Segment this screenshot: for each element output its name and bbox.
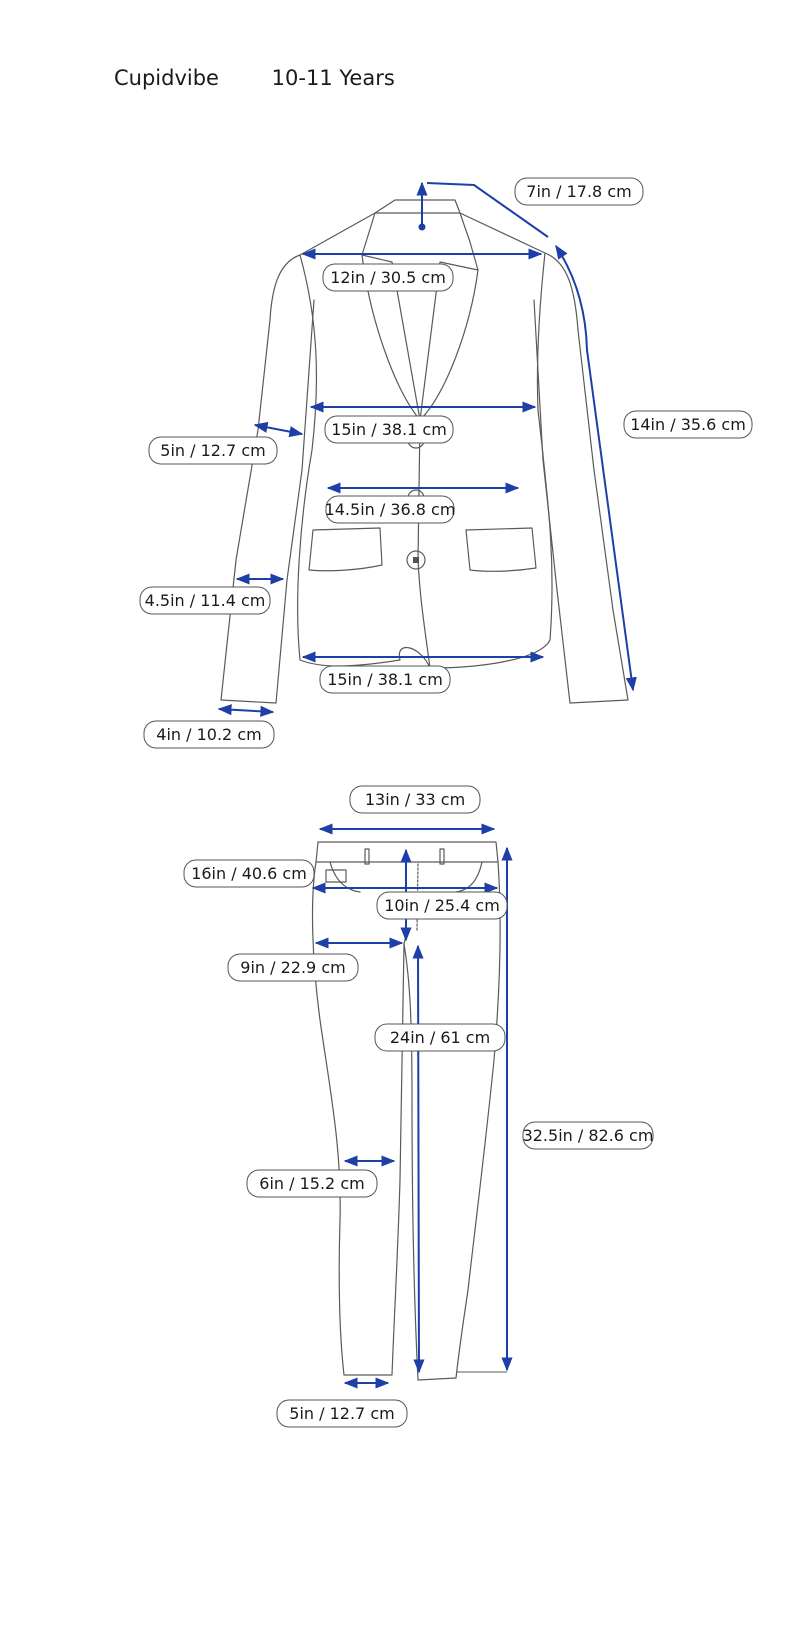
jacket-left-pocket — [308, 527, 383, 572]
cuff-label-text: 4in / 10.2 cm — [156, 725, 261, 744]
pants-left-leg — [311, 861, 405, 1376]
thigh-label: 9in / 22.9 cm — [227, 953, 359, 982]
hip-label-text: 16in / 40.6 cm — [191, 864, 307, 883]
sleeve-length-label-text: 14in / 35.6 cm — [630, 415, 746, 434]
collar-label-text: 7in / 17.8 cm — [526, 182, 631, 201]
jacket-dimension-lines — [217, 183, 637, 717]
jacket-button-hole — [413, 557, 419, 563]
jacket-right-sleeve — [533, 252, 629, 704]
upper-arm-label: 5in / 12.7 cm — [148, 436, 278, 465]
jacket-collar — [361, 199, 479, 421]
jacket-right-lapel — [419, 269, 479, 421]
leg-opening-label: 5in / 12.7 cm — [276, 1399, 408, 1428]
chest-label-text: 15in / 38.1 cm — [331, 420, 447, 439]
belt-loop — [439, 848, 445, 865]
pants-waist-label: 13in / 33 cm — [349, 785, 481, 814]
collar-label: 7in / 17.8 cm — [514, 177, 644, 206]
hip-label: 16in / 40.6 cm — [183, 859, 315, 888]
inseam-arrow — [412, 944, 425, 1374]
knee-label: 6in / 15.2 cm — [246, 1169, 378, 1198]
collar-arrow — [422, 183, 549, 238]
upper-arm-arrow — [253, 421, 304, 438]
knee-label-text: 6in / 15.2 cm — [259, 1174, 364, 1193]
header: Cupidvibe 10-11 Years — [114, 66, 395, 90]
jacket-front-opening — [417, 419, 431, 669]
hem-label-text: 15in / 38.1 cm — [327, 670, 443, 689]
sleeve-length-arrow — [555, 244, 637, 692]
forearm-label: 4.5in / 11.4 cm — [139, 586, 271, 615]
waist-label-text: 14.5in / 36.8 cm — [325, 500, 456, 519]
collar-point — [418, 223, 426, 231]
jacket-button — [406, 550, 426, 570]
hem-label: 15in / 38.1 cm — [319, 665, 451, 694]
jacket-left-sleeve — [220, 254, 315, 704]
outseam-label-text: 32.5in / 82.6 cm — [523, 1126, 654, 1145]
inseam-label: 24in / 61 cm — [374, 1023, 506, 1052]
inseam-label-text: 24in / 61 cm — [390, 1028, 490, 1047]
pants-dimension-lines — [311, 823, 513, 1389]
sleeve-length-label: 14in / 35.6 cm — [623, 410, 753, 439]
belt-loop — [364, 848, 370, 865]
brand-name: Cupidvibe — [114, 66, 219, 90]
thigh-label-text: 9in / 22.9 cm — [240, 958, 345, 977]
size-label: 10-11 Years — [271, 66, 395, 90]
outseam-label: 32.5in / 82.6 cm — [522, 1121, 654, 1150]
pants-coin-pocket — [325, 869, 347, 883]
upper-arm-label-text: 5in / 12.7 cm — [160, 441, 265, 460]
leg-opening-label-text: 5in / 12.7 cm — [289, 1404, 394, 1423]
jacket-body — [297, 212, 553, 669]
rise-label: 10in / 25.4 cm — [376, 891, 508, 920]
chest-label: 15in / 38.1 cm — [324, 415, 454, 444]
jacket-right-pocket — [465, 527, 537, 572]
rise-label-text: 10in / 25.4 cm — [384, 896, 500, 915]
shoulder-label-text: 12in / 30.5 cm — [330, 268, 446, 287]
cuff-label: 4in / 10.2 cm — [143, 720, 275, 749]
dimension-labels: 7in / 17.8 cm 12in / 30.5 cm 14in / 35.6… — [139, 177, 753, 1428]
forearm-label-text: 4.5in / 11.4 cm — [145, 591, 266, 610]
pants-waist-label-text: 13in / 33 cm — [365, 790, 465, 809]
shoulder-label: 12in / 30.5 cm — [322, 263, 454, 292]
waist-label: 14.5in / 36.8 cm — [325, 495, 456, 524]
cuff-arrow — [217, 704, 275, 717]
